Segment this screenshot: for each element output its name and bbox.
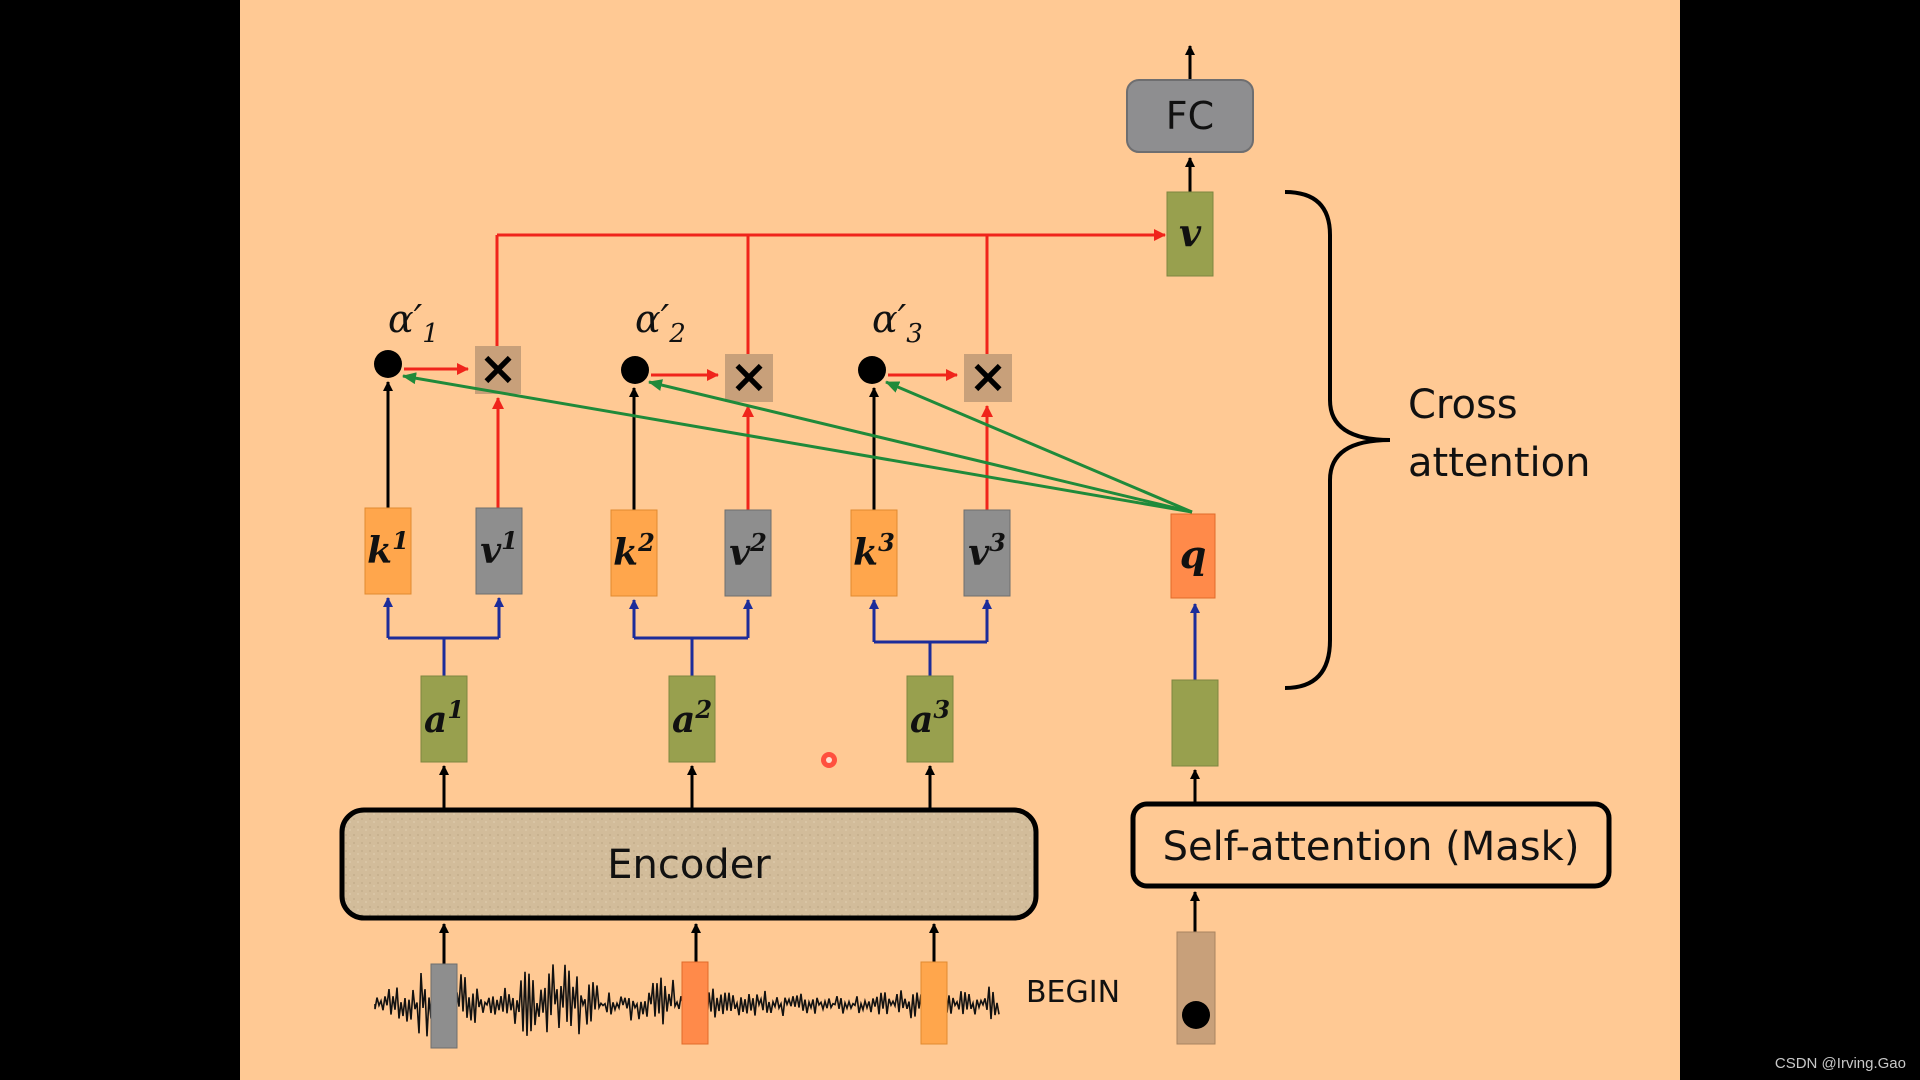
a-1-label: a1: [424, 695, 464, 741]
a-3-box: [906, 675, 954, 763]
fc-label: FC: [1166, 94, 1214, 138]
input-frame-2: [681, 961, 709, 1045]
v-3-box: [963, 509, 1011, 597]
multiply-2-box: [725, 354, 773, 402]
k-3-box: [850, 509, 898, 597]
self-attention-mask-label: Self-attention (Mask): [1163, 824, 1580, 870]
alpha-2-label: α′2: [635, 297, 686, 349]
self-attention-mask-box: [1130, 801, 1612, 889]
alpha-3-dot: [858, 356, 886, 384]
multiply-3-symbol: ×: [969, 349, 1008, 403]
weighted-sum-lines: [495, 229, 1166, 354]
k-2-label: k2: [613, 528, 655, 574]
alpha-1-dot: [374, 350, 402, 378]
k-2-box: [610, 509, 658, 597]
slide: FC v α′1 × k1 v1 a1 α′2: [240, 0, 1680, 1080]
v-1-box: [475, 507, 523, 595]
watermark: CSDN @Irving.Gao: [1774, 1055, 1906, 1072]
multiply-2-symbol: ×: [730, 349, 769, 403]
multiply-3-box: [964, 354, 1012, 402]
cross-attention-brace: [1284, 190, 1391, 690]
input-frame-3: [920, 961, 948, 1045]
cross-attention-label: Cross attention: [1408, 382, 1590, 486]
alpha-2-dot: [621, 356, 649, 384]
cross-attention-diagram: FC v α′1 × k1 v1 a1 α′2: [339, 45, 1612, 1049]
k-1-box: [364, 507, 412, 595]
encoder-label: Encoder: [607, 842, 771, 888]
fc-box: [1126, 79, 1254, 153]
q-label: q: [1180, 532, 1207, 577]
a-2-label: a2: [672, 695, 712, 741]
multiply-1-box: [475, 346, 521, 394]
v-2-box: [724, 509, 772, 597]
alpha-3-label: α′3: [872, 297, 923, 349]
attention-score-arrows: [402, 372, 1193, 514]
output-v-label: v: [1179, 210, 1202, 255]
v-2-label: v2: [729, 528, 767, 574]
begin-label: BEGIN: [1026, 975, 1120, 1010]
multiply-1-symbol: ×: [479, 341, 518, 395]
input-frame-1: [430, 963, 458, 1049]
column-3: α′3 × k3 v3 a3: [850, 297, 1012, 808]
a-1-box: [420, 675, 468, 763]
a-2-box: [668, 675, 716, 763]
alpha-1-label: α′1: [388, 297, 439, 349]
v-3-label: v3: [968, 528, 1006, 574]
output-v-box: [1166, 191, 1214, 277]
a-3-label: a3: [910, 695, 950, 741]
k-3-label: k3: [853, 528, 895, 574]
column-2: α′2 × k2 v2 a2: [610, 297, 773, 808]
k-1-label: k1: [367, 526, 409, 572]
decoder-hidden-box: [1171, 679, 1219, 767]
begin-token-dot: [1182, 1001, 1210, 1029]
column-1: α′1 × k1 v1 a1: [364, 297, 523, 808]
q-box: [1170, 513, 1216, 599]
v-1-label: v1: [480, 526, 518, 572]
encoder-box: [339, 807, 1039, 921]
